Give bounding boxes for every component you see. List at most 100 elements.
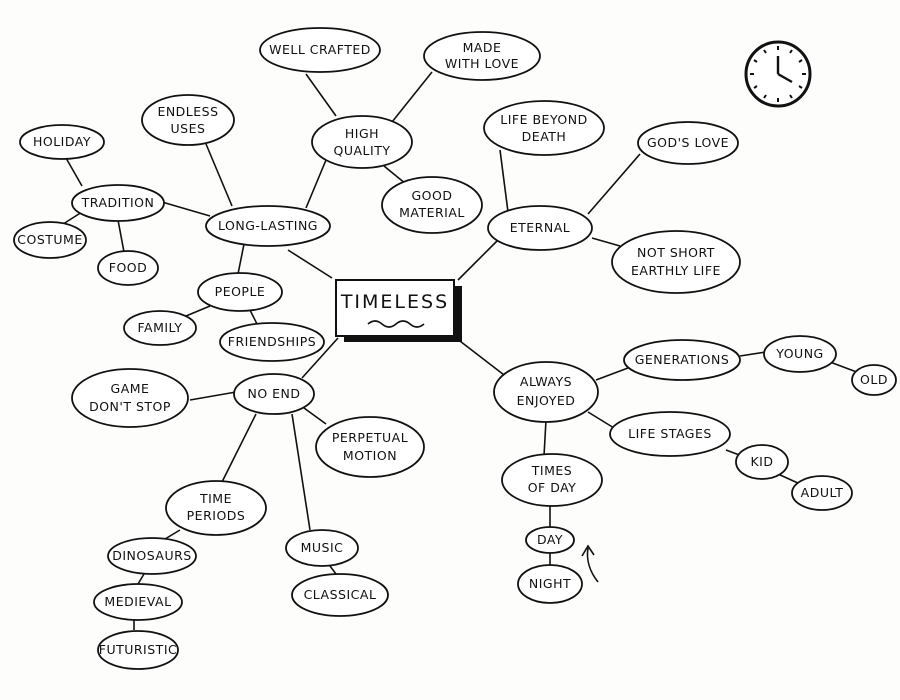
node-label: PEOPLE — [215, 284, 266, 299]
node-night: NIGHT — [517, 564, 583, 604]
node-label: WELL CRAFTED — [269, 42, 371, 57]
node-holiday: HOLIDAY — [19, 124, 105, 160]
edge-high-made-love — [391, 71, 433, 123]
edge-center-eternal — [457, 239, 499, 281]
node-dinosaurs: DINOSAURS — [107, 537, 197, 575]
node-label: GOD'S LOVE — [647, 135, 729, 150]
node-label: OF DAY — [528, 480, 577, 495]
node-label: MEDIEVAL — [104, 594, 171, 609]
edge-center-long-lasting — [287, 249, 333, 279]
edge-high-well-crafted — [305, 73, 337, 117]
node-day: DAY — [525, 526, 575, 554]
node-label: PERIODS — [187, 508, 246, 523]
center-box — [335, 279, 455, 337]
node-label: GENERATIONS — [635, 352, 730, 367]
edge-always-generations — [595, 367, 629, 381]
node-label: FRIENDSHIPS — [228, 334, 316, 349]
node-label: PERPETUAL — [332, 430, 408, 445]
node-food: FOOD — [97, 250, 159, 286]
node-label: NO END — [247, 386, 300, 401]
edge-kid-adult — [777, 473, 801, 485]
node-classical: CLASSICAL — [291, 573, 389, 617]
edge-long-lasting-endless — [205, 143, 233, 207]
node-people: PEOPLE — [197, 272, 283, 312]
edge-center-no-end — [301, 337, 339, 379]
node-friendships: FRIENDSHIPS — [219, 322, 325, 362]
node-label: HOLIDAY — [33, 134, 91, 149]
node-no-end: NO END — [233, 373, 315, 415]
edge-eternal-gods-love — [587, 153, 641, 215]
center-label: TIMELESS — [340, 291, 449, 313]
node-label: FOOD — [109, 260, 148, 275]
node-label: DEATH — [522, 129, 567, 144]
node-label: MOTION — [343, 448, 397, 463]
node-label: NIGHT — [529, 576, 571, 591]
node-generations: GENERATIONS — [623, 339, 741, 381]
edge-people-family — [185, 305, 211, 317]
node-label: DINOSAURS — [112, 548, 192, 563]
node-label: LONG-LASTING — [218, 218, 318, 233]
node-family: FAMILY — [123, 310, 197, 346]
edge-long-lasting-high — [305, 159, 327, 209]
node-label: QUALITY — [334, 143, 391, 158]
node-good-material: GOOD MATERIAL — [381, 176, 483, 234]
edge-dinosaurs-medieval — [137, 573, 145, 585]
node-label: MADE — [463, 40, 502, 55]
edge-no-end-music — [291, 413, 311, 531]
edge-center-always-enjoyed — [455, 337, 509, 379]
node-label: ETERNAL — [510, 220, 570, 235]
node-label: GOOD — [412, 188, 453, 203]
clock-icon — [744, 40, 812, 108]
edges — [59, 71, 863, 630]
node-label: GAME — [111, 381, 150, 396]
edge-music-classical — [329, 565, 337, 575]
node-gods-love: GOD'S LOVE — [637, 121, 739, 165]
node-label: WITH LOVE — [445, 56, 519, 71]
edge-long-lasting-people — [237, 243, 245, 275]
node-label: ENDLESS — [157, 104, 218, 119]
node-label: ENJOYED — [517, 393, 576, 408]
node-kid: KID — [735, 444, 789, 480]
node-endless-uses: ENDLESS USES — [141, 94, 235, 146]
node-eternal: ETERNAL — [487, 205, 593, 251]
node-label: KID — [750, 454, 773, 469]
edge-no-end-perpetual — [303, 407, 327, 425]
node-life-stages: LIFE STAGES — [609, 411, 731, 457]
node-medieval: MEDIEVAL — [93, 583, 183, 621]
node-made-with-love: MADE WITH LOVE — [423, 31, 541, 81]
node-costume: COSTUME — [13, 221, 87, 259]
node-adult: ADULT — [791, 475, 853, 511]
node-label: DON'T STOP — [89, 399, 171, 414]
node-label: MUSIC — [301, 540, 344, 555]
node-label: EARTHLY LIFE — [631, 263, 721, 278]
node-label: HIGH — [345, 126, 379, 141]
node-tradition: TRADITION — [71, 184, 165, 222]
node-game-dont-stop: GAME DON'T STOP — [71, 368, 189, 428]
edge-no-end-time-periods — [219, 413, 257, 487]
node-label: YOUNG — [775, 346, 823, 361]
node-high-quality: HIGH QUALITY — [311, 115, 413, 169]
node-not-short-earthly-life: NOT SHORT EARTHLY LIFE — [611, 230, 741, 294]
node-life-beyond-death: LIFE BEYOND DEATH — [483, 100, 605, 156]
edge-no-end-game — [189, 391, 237, 401]
node-futuristic: FUTURISTIC — [97, 630, 179, 670]
node-label: DAY — [537, 532, 563, 547]
edge-tradition-food — [117, 219, 125, 253]
node-label: MATERIAL — [399, 205, 465, 220]
curved-arrow-icon — [581, 544, 599, 583]
node-label: TIME — [199, 491, 232, 506]
node-long-lasting: LONG-LASTING — [205, 205, 331, 247]
node-label: ALWAYS — [520, 374, 572, 389]
edge-high-good-material — [383, 165, 407, 185]
edge-generations-young — [739, 351, 767, 357]
center-node: TIMELESS — [335, 279, 462, 342]
node-well-crafted: WELL CRAFTED — [259, 27, 381, 73]
node-old: OLD — [851, 364, 897, 396]
node-young: YOUNG — [763, 335, 837, 373]
node-label: OLD — [860, 372, 888, 387]
node-label: USES — [171, 121, 206, 136]
edge-eternal-life-beyond — [499, 149, 509, 213]
node-label: ADULT — [801, 485, 844, 500]
